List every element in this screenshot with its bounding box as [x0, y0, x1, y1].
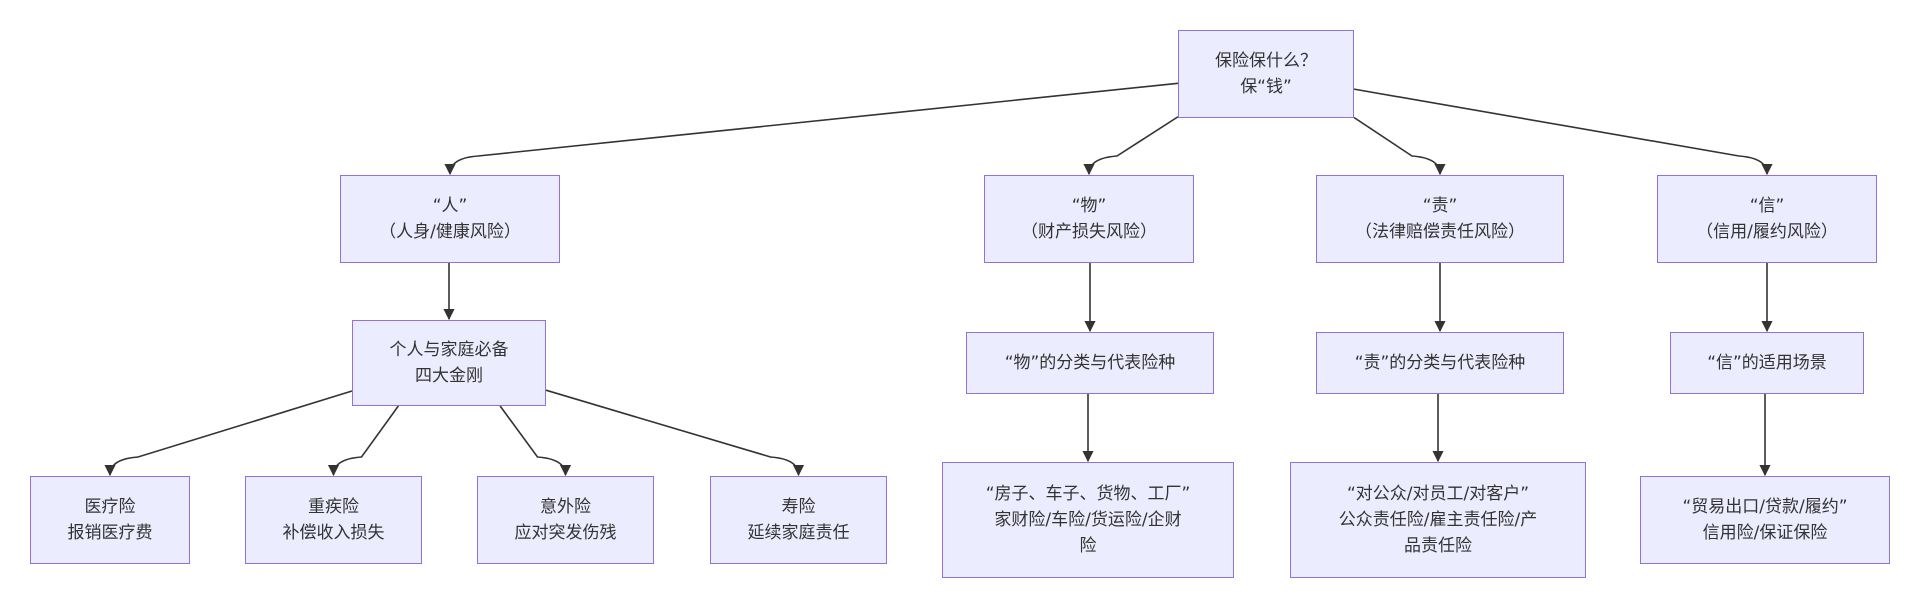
edge-family-to-accident — [499, 405, 572, 477]
node-text-line: （人身/健康风险） — [379, 222, 521, 242]
node-text-line: “信” — [1749, 196, 1785, 216]
node-text-line: 家财险/车险/货运险/企财 — [994, 510, 1182, 530]
edge-family-to-critical — [327, 405, 399, 477]
node-text-line: “对公众/对员工/对客户” — [1346, 484, 1530, 504]
node-text-line: 寿险 — [781, 497, 816, 517]
node-medical-insurance: 医疗险报销医疗费 — [30, 476, 190, 564]
node-text-line: “责”的分类与代表险种 — [1354, 353, 1526, 373]
node-text-line: “房子、车子、货物、工厂” — [985, 484, 1191, 504]
node-person-risk: “人” （人身/健康风险） — [340, 175, 560, 263]
node-text-line: 四大金刚 — [415, 366, 483, 386]
node-text-line: 意外险 — [540, 497, 591, 517]
edge-root-to-person — [444, 82, 1179, 176]
node-liability-insurance-types: “对公众/对员工/对客户” 公众责任险/雇主责任险/产品责任险 — [1290, 462, 1586, 578]
node-text-line: “责” — [1422, 196, 1458, 216]
node-text-line: 延续家庭责任 — [747, 523, 850, 543]
node-text-line: 报销医疗费 — [67, 523, 153, 543]
node-family-four-essentials: 个人与家庭必备四大金刚 — [352, 320, 546, 406]
node-text-line: 重疾险 — [308, 497, 359, 517]
node-text-line: “信”的适用场景 — [1707, 353, 1827, 373]
node-property-insurance-types: “房子、车子、货物、工厂” 家财险/车险/货运险/企财险 — [942, 462, 1234, 578]
edge-root-to-property — [1083, 116, 1179, 176]
node-credit-scenarios: “信”的适用场景 — [1670, 332, 1864, 394]
node-text-line: “物” — [1071, 196, 1107, 216]
node-text-line: 医疗险 — [84, 497, 136, 517]
node-text-line: （法律赔偿责任风险） — [1355, 222, 1525, 242]
node-text-line: 信用险/保证保险 — [1702, 523, 1828, 543]
node-text-line: 个人与家庭必备 — [389, 340, 509, 360]
node-root-what-insurance-covers: 保险保什么？ 保“钱” — [1178, 30, 1354, 118]
node-text-line: 应对突发伤残 — [514, 523, 617, 543]
node-text-line: 品责任险 — [1404, 536, 1472, 556]
node-critical-illness-insurance: 重疾险补偿收入损失 — [245, 476, 422, 564]
node-text-line: （信用/履约风险） — [1696, 222, 1838, 242]
edge-family-to-life — [545, 389, 805, 477]
node-text-line: （财产损失风险） — [1021, 222, 1157, 242]
node-text-line: “贸易出口/贷款/履约” — [1682, 497, 1848, 517]
node-text-line: 险 — [1079, 536, 1097, 556]
node-liability-risk: “责” （法律赔偿责任风险） — [1316, 175, 1564, 263]
node-property-categories: “物”的分类与代表险种 — [966, 332, 1214, 394]
node-life-insurance: 寿险延续家庭责任 — [710, 476, 887, 564]
node-accident-insurance: 意外险应对突发伤残 — [477, 476, 654, 564]
edge-root-to-liability — [1353, 116, 1446, 176]
node-liability-categories: “责”的分类与代表险种 — [1316, 332, 1564, 394]
node-text-line: 公众责任险/雇主责任险/产 — [1338, 510, 1538, 530]
node-text-line: “人” — [432, 196, 468, 216]
node-property-risk: “物” （财产损失风险） — [984, 175, 1194, 263]
node-text-line: 保“钱” — [1240, 77, 1292, 97]
edge-family-to-medical — [104, 390, 353, 477]
node-credit-insurance-types: “贸易出口/贷款/履约” 信用险/保证保险 — [1640, 476, 1890, 564]
node-credit-risk: “信” （信用/履约风险） — [1657, 175, 1877, 263]
node-text-line: “物”的分类与代表险种 — [1004, 353, 1176, 373]
node-text-line: 补偿收入损失 — [282, 523, 385, 543]
node-text-line: 保险保什么？ — [1215, 51, 1317, 71]
edge-root-to-credit — [1353, 88, 1773, 176]
